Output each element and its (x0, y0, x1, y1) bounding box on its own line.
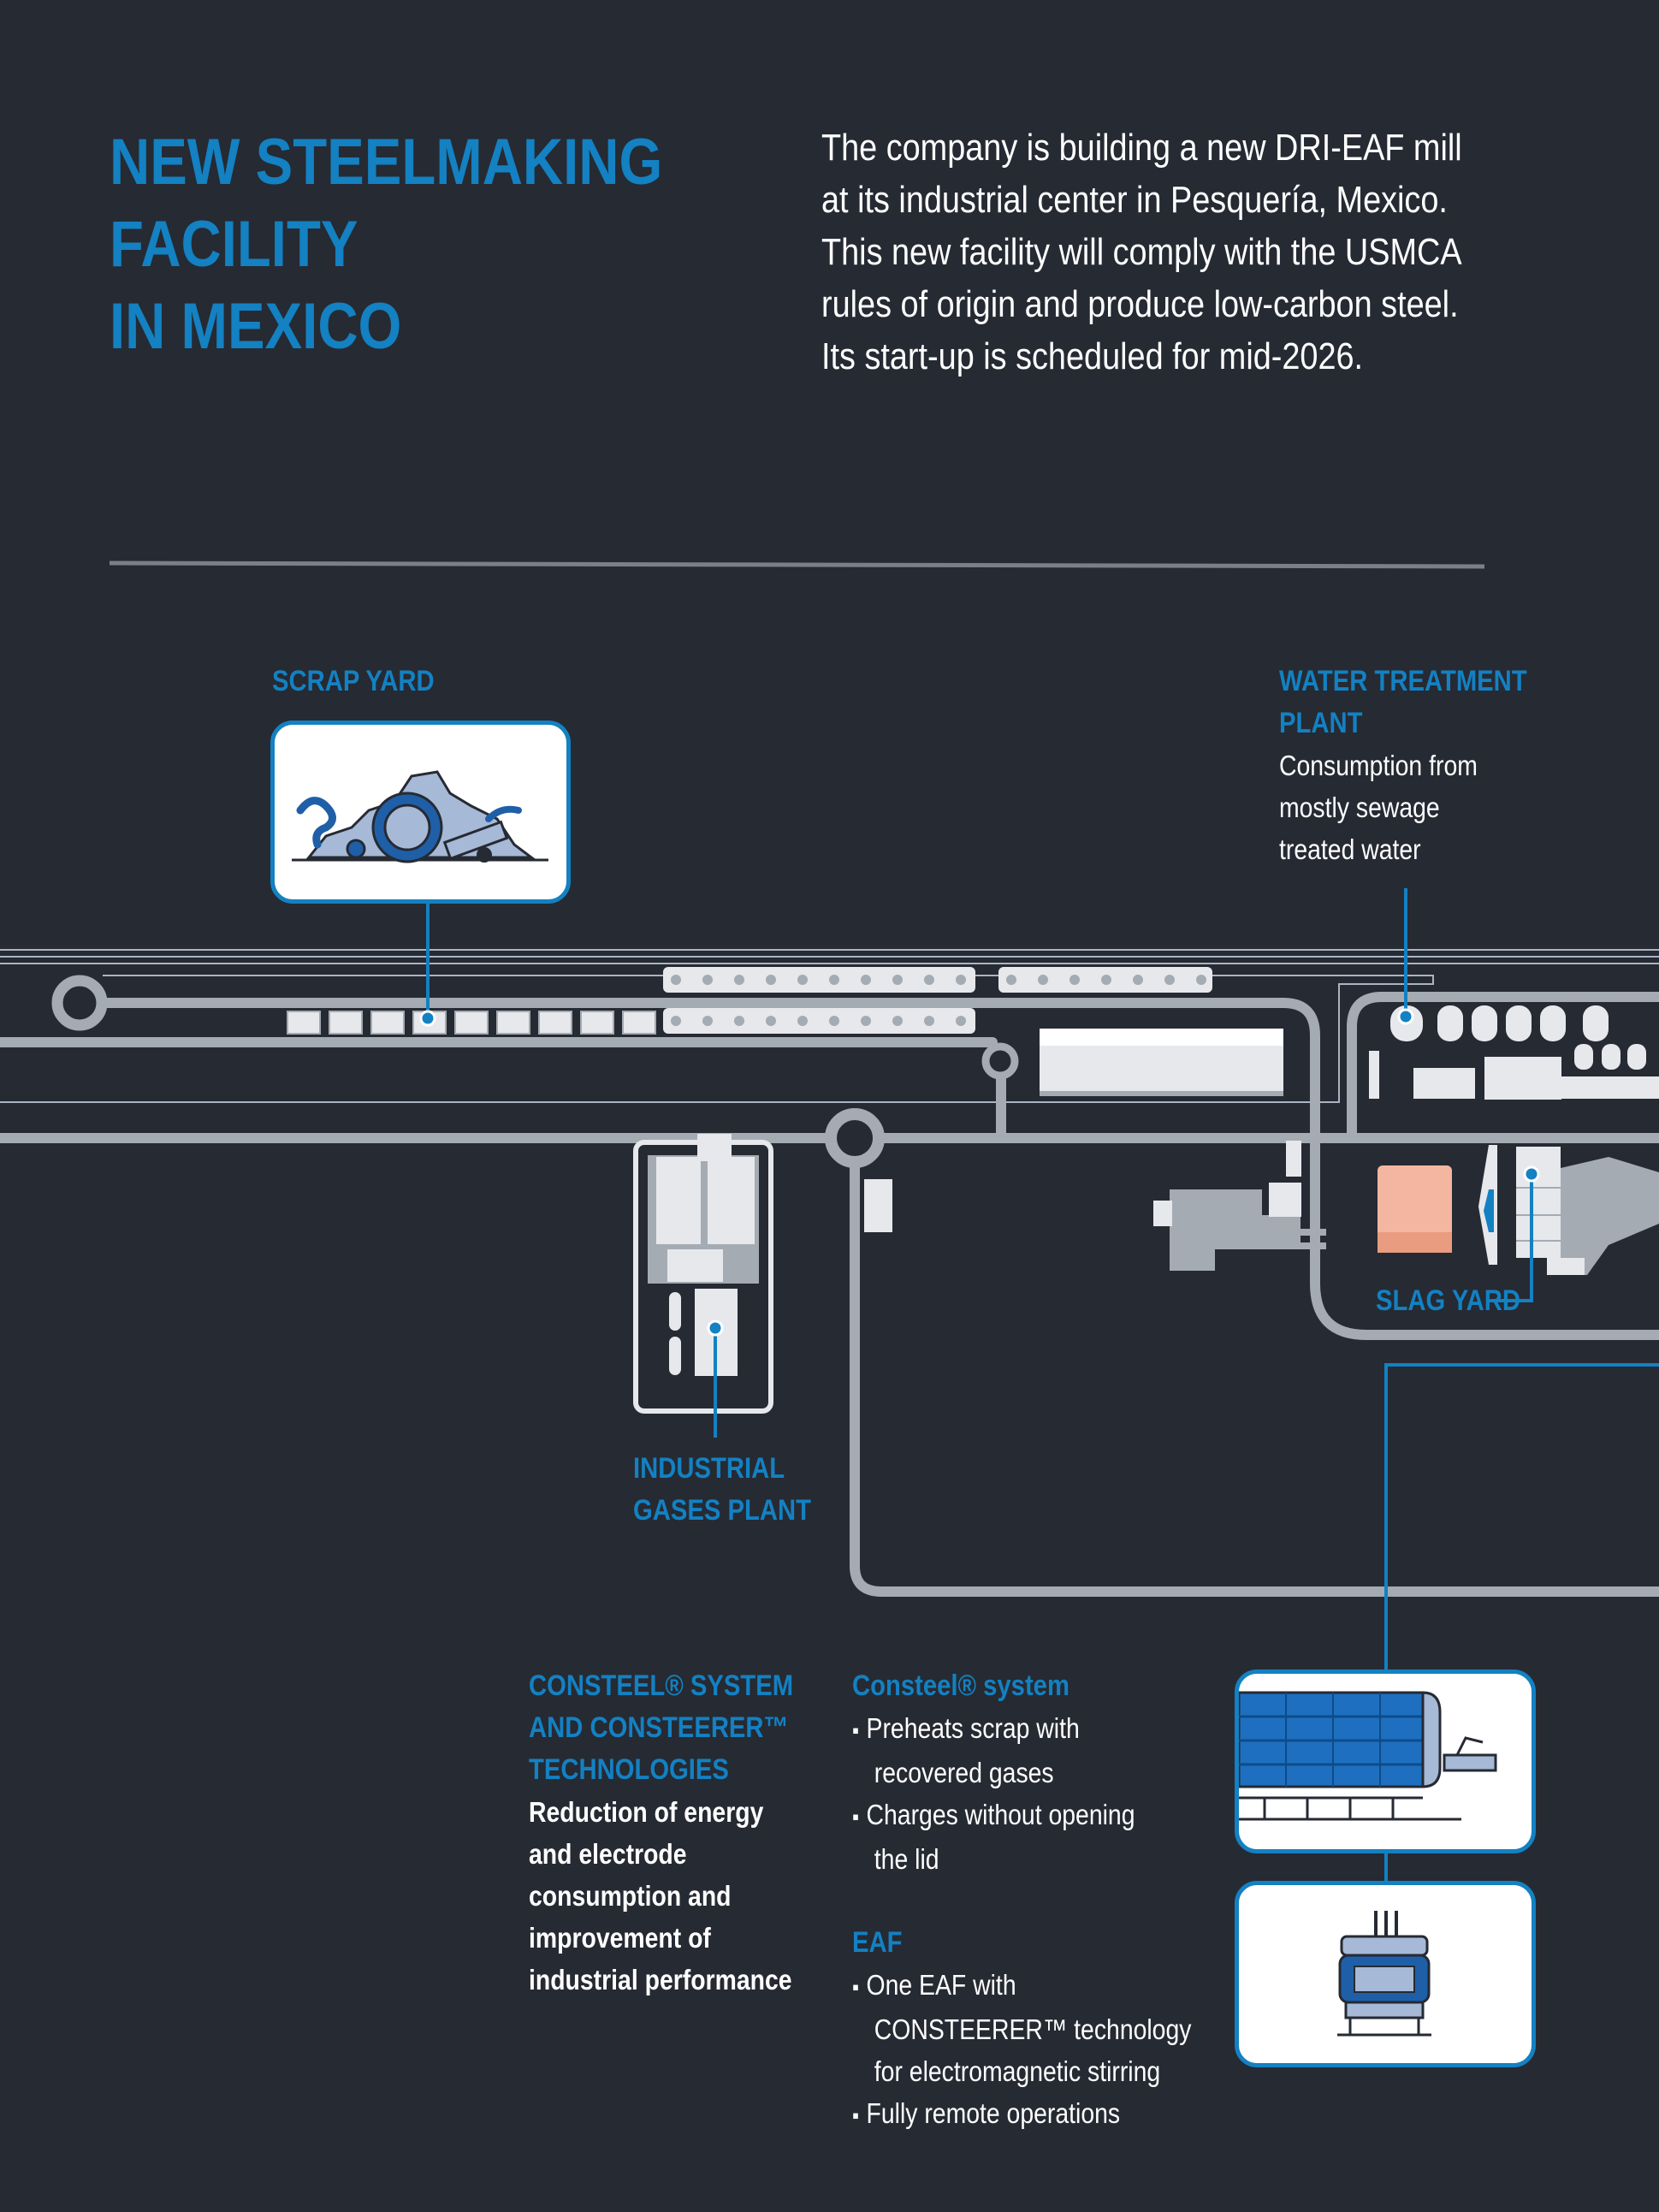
water-treatment-desc: treated water (1279, 833, 1421, 865)
intro-line: Its start-up is scheduled for mid-2026. (821, 335, 1364, 377)
water-treatment-desc: mostly sewage (1279, 792, 1440, 823)
bullet-item: Fully remote operations (852, 2092, 1191, 2137)
title-line: FACILITY (110, 208, 358, 281)
slag-yard-buildings (1378, 1145, 1659, 1275)
intro-line: at its industrial center in Pesquería, M… (821, 179, 1448, 221)
bullet-item-cont: the lid (874, 1843, 939, 1875)
intro-paragraph: The company is building a new DRI-EAF mi… (821, 122, 1469, 383)
bullet-item-cont: recovered gases (874, 1757, 1054, 1788)
consteel-heading: TECHNOLOGIES (529, 1753, 729, 1786)
scrap-yard-icon-box (270, 721, 571, 904)
consteel-callout: CONSTEEL® SYSTEM AND CONSTEERER™ TECHNOL… (529, 1665, 836, 2001)
water-treatment-label: PLANT (1279, 707, 1363, 739)
page-title: NEW STEELMAKING FACILITY IN MEXICO (110, 122, 663, 368)
scrap-yard-label: SCRAP YARD (272, 665, 435, 697)
industrial-gases-label: INDUSTRIAL (633, 1452, 785, 1485)
gases-plant-building (633, 1134, 773, 1414)
conveyor-icon-box (1235, 1669, 1536, 1853)
section-divider (109, 560, 1485, 569)
bullet-item: One EAF with (852, 1964, 1191, 2008)
water-treatment-desc: Consumption from (1279, 750, 1478, 781)
consteel-system-title: Consteel® system (852, 1669, 1069, 1702)
callout-dots (419, 1008, 1540, 1337)
title-line: NEW STEELMAKING (110, 126, 663, 199)
industrial-gases-callout: INDUSTRIAL GASES PLANT (633, 1448, 840, 1532)
eaf-title: EAF (852, 1926, 903, 1959)
consteel-heading: AND CONSTEERER™ (529, 1711, 789, 1744)
bullet-item: Charges without opening (852, 1794, 1191, 1838)
meltshop-buildings (1153, 1141, 1326, 1271)
title-line: IN MEXICO (110, 290, 402, 363)
consteel-desc: improvement of (529, 1922, 711, 1954)
consteel-heading: CONSTEEL® SYSTEM (529, 1669, 794, 1702)
water-treatment-label: WATER TREATMENT (1279, 665, 1527, 697)
consteel-desc: and electrode (529, 1838, 687, 1870)
eaf-furnace-icon (1337, 1911, 1431, 2037)
intro-line: The company is building a new DRI-EAF mi… (821, 127, 1462, 169)
bullet-item-cont: for electromagnetic stirring (874, 2055, 1161, 2087)
consteel-desc: consumption and (529, 1880, 732, 1912)
scrap-wagons (287, 1011, 656, 1035)
water-treatment-callout: WATER TREATMENT PLANT Consumption from m… (1279, 661, 1567, 870)
consteel-desc: industrial performance (529, 1964, 792, 1996)
eaf-icon-box (1235, 1881, 1536, 2067)
conveyor-furnace-icon (1237, 1691, 1497, 1821)
bullet-item-cont: CONSTEERER™ technology (874, 2013, 1192, 2045)
storage-building (1040, 1029, 1283, 1096)
consteel-details: Consteel® system Preheats scrap with rec… (852, 1665, 1247, 2137)
intro-line: This new facility will comply with the U… (821, 231, 1462, 273)
track-loops (51, 975, 1019, 1168)
intro-line: rules of origin and produce low-carbon s… (821, 283, 1459, 325)
callout-lines (426, 888, 1659, 1884)
industrial-gases-label: GASES PLANT (633, 1494, 811, 1527)
small-building (864, 1179, 892, 1232)
consteel-desc: Reduction of energy (529, 1796, 764, 1828)
water-treatment-tanks (1369, 1005, 1659, 1100)
slag-yard-label: SLAG YARD (1376, 1284, 1520, 1317)
dri-wagon-rows (663, 967, 1212, 1034)
bullet-item: Preheats scrap with (852, 1707, 1191, 1752)
scrap-pile-icon (292, 770, 548, 863)
